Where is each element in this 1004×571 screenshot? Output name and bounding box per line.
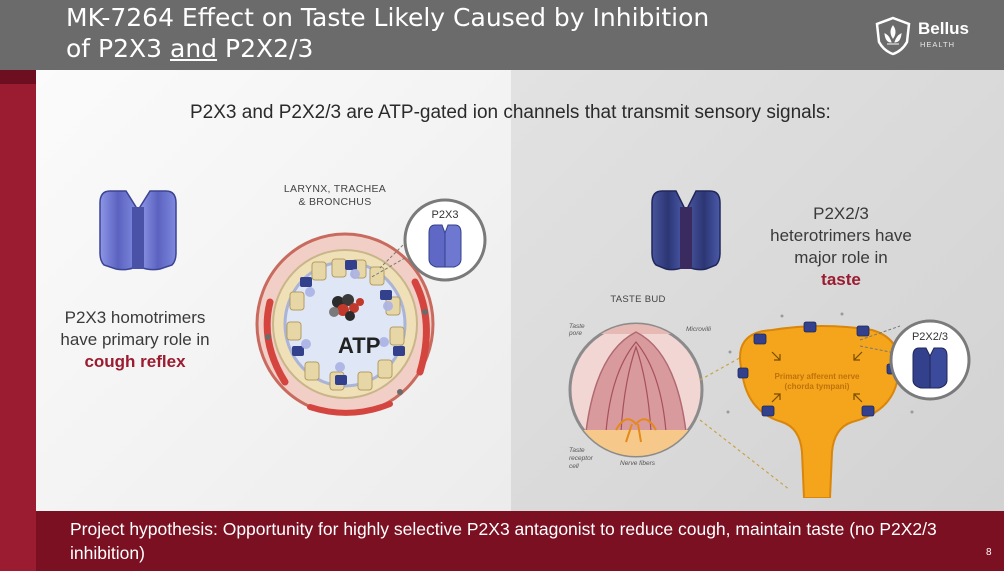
afferent-nerve-label-line-1: Primary afferent nerve xyxy=(774,372,860,381)
p2x2-3-inset-label: P2X2/3 xyxy=(911,331,949,343)
p2x3-caption-line-1: P2X3 homotrimers xyxy=(64,308,206,327)
logo-name: Bellus xyxy=(918,19,970,38)
p2x2-3-caption-line-2: heterotrimers have xyxy=(770,226,912,245)
airway-label-line-2: & BRONCHUS xyxy=(298,196,372,208)
shield-icon xyxy=(875,16,911,56)
sidebar-accent xyxy=(0,70,36,571)
atp-label: ATP xyxy=(338,333,381,358)
p2x2-3-caption-highlight: taste xyxy=(821,270,861,289)
taste-receptor-cell-label: Taste receptor cell xyxy=(569,447,593,470)
p2x2-3-caption: P2X2/3 heterotrimers have major role in … xyxy=(748,203,934,291)
p2x3-inset-circle xyxy=(403,198,487,282)
intro-text: P2X3 and P2X2/3 are ATP-gated ion channe… xyxy=(190,102,831,123)
title-underlined: and xyxy=(170,34,218,63)
taste-bud-illustration xyxy=(568,322,704,458)
logo-subtitle: HEALTH xyxy=(920,40,956,49)
page-number: 8 xyxy=(986,547,992,558)
p2x3-inset-label: P2X3 xyxy=(431,209,459,221)
sidebar-accent-top xyxy=(0,70,36,84)
p2x3-caption: P2X3 homotrimers have primary role in co… xyxy=(50,307,220,373)
afferent-nerve-label: Primary afferent nerve (chorda tympani) xyxy=(752,372,882,392)
slide-title: MK-7264 Effect on Taste Likely Caused by… xyxy=(66,2,709,64)
p2x2-3-inset-connector xyxy=(859,325,901,355)
taste-pore-label: Taste pore xyxy=(569,323,585,337)
nerve-fibers-label: Nerve fibers xyxy=(620,460,656,467)
project-hypothesis-text: Project hypothesis: Opportunity for high… xyxy=(70,519,937,563)
title-suffix: P2X2/3 xyxy=(217,34,314,63)
airway-label: LARYNX, TRACHEA & BRONCHUS xyxy=(280,183,390,209)
title-line-1: MK-7264 Effect on Taste Likely Caused by… xyxy=(66,3,710,32)
title-prefix: of P2X3 xyxy=(66,34,171,63)
p2x2-3-caption-line-3: major role in xyxy=(794,248,888,267)
afferent-nerve-label-line-2: (chorda tympani) xyxy=(784,382,850,391)
footer-bar xyxy=(36,511,1004,571)
p2x3-caption-highlight: cough reflex xyxy=(84,352,186,371)
p2x3-channel-icon xyxy=(99,190,177,271)
title-line-2: of P2X3 and P2X2/3 xyxy=(66,33,709,64)
airway-cross-section-illustration xyxy=(255,232,435,416)
atp-molecule-icon xyxy=(329,294,364,321)
taste-bud-label: TASTE BUD xyxy=(610,294,666,305)
afferent-nerve-illustration xyxy=(726,312,914,498)
p2x2-3-inset-circle xyxy=(889,319,971,401)
microvilli-label: Microvilli xyxy=(686,326,711,333)
p2x2-3-caption-line-1: P2X2/3 xyxy=(813,204,869,223)
airway-label-line-1: LARYNX, TRACHEA xyxy=(283,183,387,195)
p2x2-3-channel-icon xyxy=(651,190,721,271)
p2x3-caption-line-2: have primary role in xyxy=(60,330,210,349)
bellus-logo: Bellus HEALTH xyxy=(874,16,986,58)
